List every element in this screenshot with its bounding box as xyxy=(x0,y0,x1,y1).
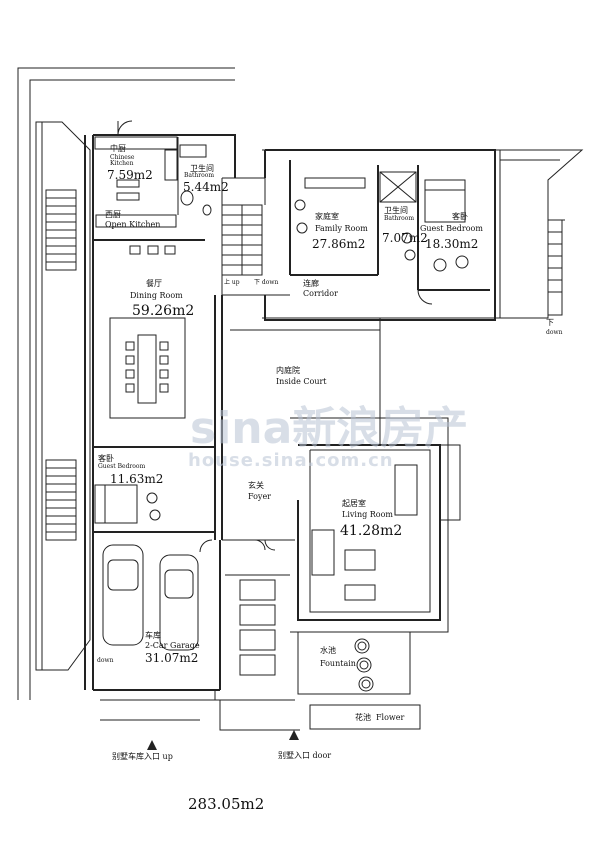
main-walls xyxy=(84,134,236,691)
flower-cn: 花池 xyxy=(355,713,371,722)
guest-bedroom-right-en: Guest Bedroom xyxy=(420,224,483,233)
family-room-cn: 家庭室 xyxy=(315,212,339,221)
corridor-en: Corridor xyxy=(303,289,338,298)
chinese-kitchen-cn: 中厨 xyxy=(110,144,126,153)
foyer-cn: 玄关 xyxy=(248,481,264,490)
left-balcony xyxy=(35,121,91,671)
left-louvers xyxy=(45,189,77,541)
living-room-en: Living Room xyxy=(342,510,394,519)
garage-down-label: down xyxy=(97,657,114,664)
stair-down-label: 下 down xyxy=(254,279,279,286)
guest-bedroom-left-area: 11.63m2 xyxy=(110,472,164,486)
dining-table xyxy=(109,317,186,419)
garage-entrance-label: 别墅车库入口 up xyxy=(112,752,173,761)
bathroom-top-en: Bathroom xyxy=(184,172,215,179)
central-staircase xyxy=(221,177,290,296)
flower-en: Flower xyxy=(376,713,405,722)
driveway xyxy=(100,539,300,731)
corridor-cn: 连廊 xyxy=(303,279,319,288)
fountain-area xyxy=(297,631,421,730)
inside-court-cn: 内庭院 xyxy=(276,366,300,375)
family-room-area: 27.86m2 xyxy=(312,237,366,251)
fountain-cn: 水池 xyxy=(320,646,336,655)
site-boundary-left xyxy=(17,67,235,700)
garage-cn: 车库 xyxy=(145,631,161,640)
bathroom-top-cn: 卫生间 xyxy=(190,164,214,173)
living-room-walls xyxy=(297,444,441,621)
right-top-fixtures xyxy=(262,149,584,319)
dining-room-area: 59.26m2 xyxy=(132,303,195,319)
total-area: 283.05m2 xyxy=(188,795,265,813)
chinese-kitchen-en: Chinese Kitchen xyxy=(110,154,135,167)
guest-bed-left xyxy=(94,484,161,524)
bathroom-right-en: Bathroom xyxy=(384,215,415,222)
fountain-en: Fountain xyxy=(320,659,356,668)
dining-room-cn: 餐厅 xyxy=(146,279,162,288)
guest-bedroom-right-cn: 客卧 xyxy=(452,212,468,221)
guest-bedroom-right-area: 18.30m2 xyxy=(425,237,479,251)
main-entrance-label: 别墅入口 door xyxy=(278,751,332,760)
bathroom-right-cn: 卫生间 xyxy=(384,206,408,215)
entrance-arrows xyxy=(147,730,299,750)
garage-cars xyxy=(102,544,199,651)
right-stair-down-cn: 下 xyxy=(546,318,554,327)
guest-bedroom-left-cn: 客卧 xyxy=(98,454,114,463)
site-boundary-left-inner xyxy=(29,79,235,700)
dining-room-en: Dining Room xyxy=(130,291,183,300)
garage-area: 31.07m2 xyxy=(145,651,199,665)
open-kitchen-cn: 西厨 xyxy=(105,210,121,219)
watermark-url: house.sina.com.cn xyxy=(188,450,394,471)
bathroom-top-area: 5.44m2 xyxy=(183,180,229,194)
garage-en: 2-Car Garage xyxy=(145,641,200,650)
kitchen-fixtures xyxy=(94,120,212,255)
chinese-kitchen-area: 7.59m2 xyxy=(107,168,153,182)
watermark-brand: sina新浪房产 xyxy=(190,403,469,454)
right-stair-down-en: down xyxy=(546,329,563,336)
stair-up-label: 上 up xyxy=(224,279,240,286)
living-room-area: 41.28m2 xyxy=(340,523,403,539)
bathroom-right-area: 7.07m2 xyxy=(382,231,428,245)
open-kitchen-en: Open Kitchen xyxy=(105,220,161,229)
foyer-en: Foyer xyxy=(248,492,272,501)
guest-bedroom-left-en: Guest Bedroom xyxy=(98,463,146,470)
inside-court-en: Inside Court xyxy=(276,377,327,386)
family-room-en: Family Room xyxy=(315,224,368,233)
living-room-cn: 起居室 xyxy=(342,499,366,508)
